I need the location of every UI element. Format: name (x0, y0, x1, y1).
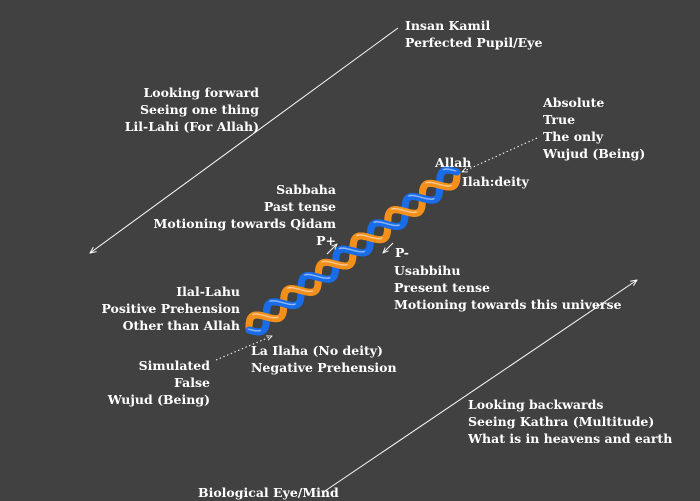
looking-backwards-line1: Looking backwards (468, 396, 672, 413)
insan-kamil-line1: Insan Kamil (405, 17, 542, 34)
allah-label: Allah (435, 154, 471, 171)
biological-eye-label: Biological Eye/Mind (198, 484, 339, 501)
usabbihu-line3: Motioning towards this universe (394, 296, 621, 313)
la-ilaha-label: La Ilaha (No deity) Negative Prehension (251, 342, 397, 376)
looking-forward-label: Looking forward Seeing one thing Lil-Lah… (125, 84, 259, 135)
sabbaha-line1: Sabbaha (154, 181, 336, 198)
sabbaha-line4: P+ (154, 232, 336, 249)
ilal-lahu-line2: Positive Prehension (101, 300, 240, 317)
absolute-line1: Absolute (543, 94, 645, 111)
p-minus-label: P- (395, 244, 409, 261)
usabbihu-line1: Usabbihu (394, 262, 621, 279)
simulated-line3: Wujud (Being) (108, 391, 210, 408)
insan-kamil-line2: Perfected Pupil/Eye (405, 34, 542, 51)
sabbaha-line2: Past tense (154, 198, 336, 215)
ilal-lahu-label: Ilal-Lahu Positive Prehension Other than… (101, 283, 240, 334)
simulated-label: Simulated False Wujud (Being) (108, 357, 210, 408)
sabbaha-line3: Motioning towards Qidam (154, 215, 336, 232)
ilal-lahu-line3: Other than Allah (101, 317, 240, 334)
usabbihu-line2: Present tense (394, 279, 621, 296)
la-ilaha-line1: La Ilaha (No deity) (251, 342, 397, 359)
absolute-line2: True (543, 111, 645, 128)
absolute-dotted-arrow (462, 138, 537, 172)
usabbihu-label: Usabbihu Present tense Motioning towards… (394, 262, 621, 313)
sabbaha-label: Sabbaha Past tense Motioning towards Qid… (154, 181, 336, 249)
la-ilaha-line2: Negative Prehension (251, 359, 397, 376)
looking-forward-line1: Looking forward (125, 84, 259, 101)
looking-backwards-line3: What is in heavens and earth (468, 430, 672, 447)
ilah-deity-label: Ilah:deity (462, 173, 529, 190)
p-minus-arrow (383, 243, 393, 253)
absolute-line3: The only (543, 128, 645, 145)
looking-forward-line3: Lil-Lahi (For Allah) (125, 118, 259, 135)
simulated-line2: False (108, 374, 210, 391)
looking-forward-line2: Seeing one thing (125, 101, 259, 118)
insan-kamil-label: Insan Kamil Perfected Pupil/Eye (405, 17, 542, 51)
absolute-label: Absolute True The only Wujud (Being) (543, 94, 645, 162)
absolute-line4: Wujud (Being) (543, 145, 645, 162)
looking-backwards-line2: Seeing Kathra (Multitude) (468, 413, 672, 430)
ilal-lahu-line1: Ilal-Lahu (101, 283, 240, 300)
simulated-line1: Simulated (108, 357, 210, 374)
looking-backwards-label: Looking backwards Seeing Kathra (Multitu… (468, 396, 672, 447)
